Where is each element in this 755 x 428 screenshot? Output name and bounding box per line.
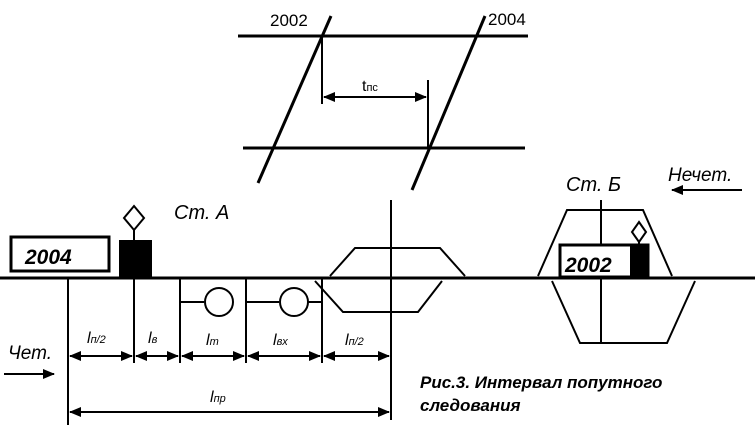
train-2002-path	[256, 15, 333, 184]
caption-line-1: Рис.3. Интервал попутного	[420, 373, 662, 392]
train-2004-path	[410, 15, 487, 191]
label-lpr: lпр	[210, 389, 226, 406]
label-lp2-left: lп/2	[87, 330, 106, 347]
train-graph: 2002 2004 tпс	[238, 10, 528, 191]
station-b-label: Ст. Б	[566, 174, 621, 196]
station-b-upper	[537, 209, 673, 277]
label-lv: lв	[148, 330, 158, 347]
train-center	[314, 200, 466, 363]
label-lvx: lвх	[273, 332, 288, 349]
interval-label: tпс	[362, 78, 378, 95]
direction-even-label: Чет.	[8, 343, 52, 364]
relay-2-icon	[279, 287, 309, 317]
label-lp2-right: lп/2	[345, 332, 364, 349]
signal-a-block	[119, 240, 152, 278]
relay-1-icon	[204, 287, 234, 317]
signal-b-diamond-icon	[630, 220, 648, 244]
label-lt: lт	[206, 332, 219, 349]
train-2004-label: 2004	[24, 246, 72, 269]
caption-line-2: следования	[420, 396, 521, 415]
direction-even: Чет.	[4, 343, 55, 379]
train-center-upper	[329, 247, 466, 277]
total-dimension: lпр	[69, 389, 390, 417]
direction-odd: Нечет.	[668, 165, 742, 195]
signal-a-diamond-icon	[122, 204, 146, 232]
signal-b-block	[630, 245, 648, 278]
segment-dimensions: lп/2 lв lт lвх lп/2	[69, 278, 390, 363]
train-2004: 2004	[9, 235, 111, 273]
signal-a	[119, 204, 152, 278]
direction-odd-label: Нечет.	[668, 165, 732, 186]
train-2004-box	[9, 235, 111, 273]
graph-label-2002: 2002	[270, 11, 308, 30]
station-b-lower	[551, 280, 696, 344]
train-2002: 2002	[558, 220, 650, 279]
track-circuit	[179, 278, 322, 363]
graph-label-2004: 2004	[488, 10, 526, 29]
train-center-lower	[314, 280, 443, 313]
figure-caption: Рис.3. Интервал попутного следования	[420, 373, 662, 415]
train-2002-label: 2002	[564, 254, 612, 277]
station-a-label: Ст. А	[174, 202, 229, 224]
